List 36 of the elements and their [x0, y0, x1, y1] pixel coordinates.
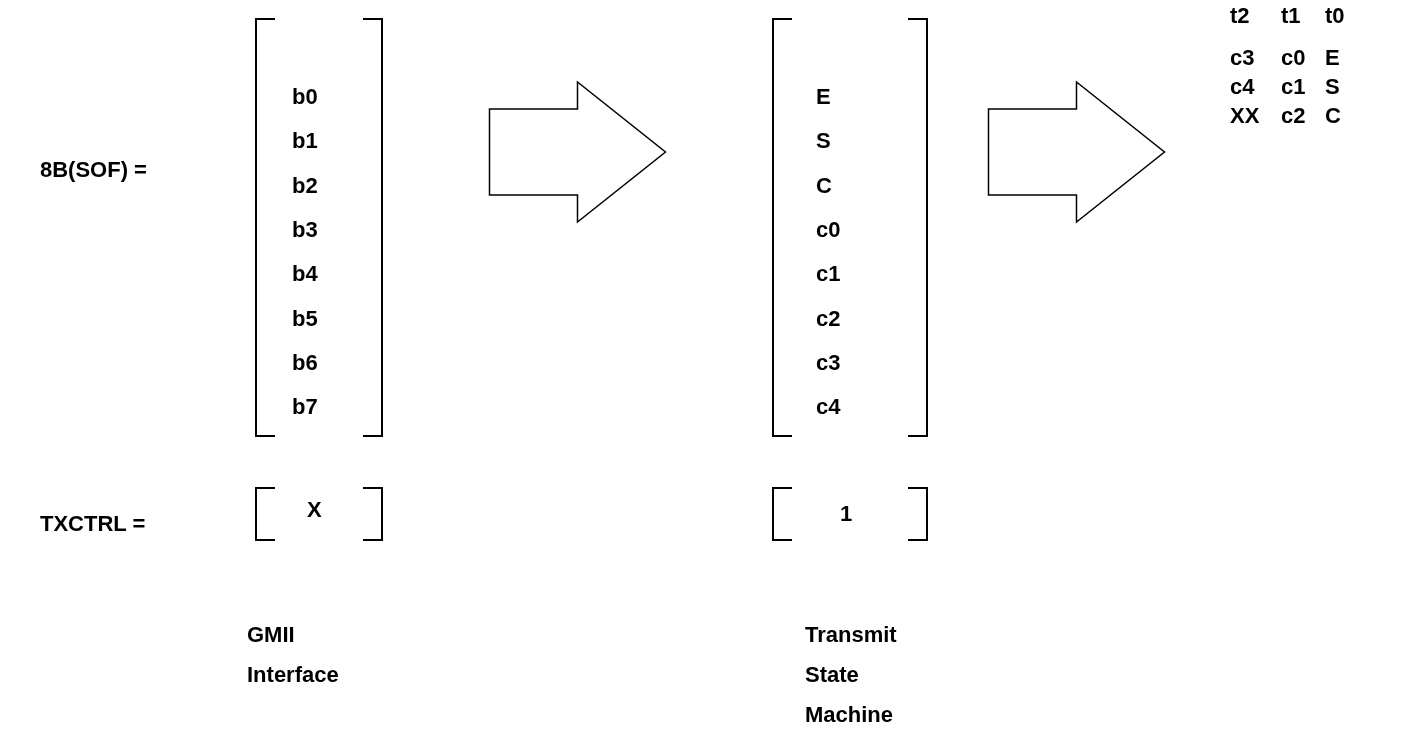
- matrix-entry: c2: [816, 305, 841, 332]
- text-label: TXCTRL =: [40, 510, 147, 538]
- matrix-entry: C: [816, 172, 832, 199]
- table-cell: c0: [1281, 45, 1306, 71]
- table-cell: S: [1325, 74, 1340, 100]
- matrix-entry: c1: [816, 261, 841, 288]
- text-label: 8B(SOF) =: [40, 156, 148, 184]
- table-cell: C: [1325, 103, 1341, 129]
- matrix-entry: c4: [816, 394, 841, 421]
- matrix-entry: E: [816, 84, 831, 110]
- matrix-entry: S: [816, 128, 831, 155]
- matrix-entry: b3: [292, 216, 318, 243]
- table-cell: XX: [1230, 103, 1260, 129]
- table-cell: c4: [1230, 74, 1255, 100]
- matrix-entry: b4: [292, 261, 318, 288]
- table-cell: E: [1325, 45, 1340, 71]
- block-arrow: [987, 80, 1166, 224]
- column-header: t0: [1325, 3, 1345, 29]
- table-cell: c1: [1281, 74, 1306, 100]
- column-header: t1: [1281, 3, 1301, 29]
- text-label: Transmit State Machine: [805, 621, 898, 729]
- matrix-entry: 1: [840, 501, 853, 527]
- matrix-entry: b7: [292, 394, 318, 421]
- matrix-entry: c3: [816, 349, 841, 376]
- block-arrow: [488, 80, 667, 224]
- matrix-entry: c0: [816, 216, 841, 243]
- matrix-entry: X: [307, 497, 322, 523]
- matrix-entry: b1: [292, 128, 318, 155]
- text-label: GMII Interface: [247, 621, 340, 689]
- matrix-entry: b6: [292, 349, 318, 376]
- table-cell: c3: [1230, 45, 1255, 71]
- matrix-entry: b5: [292, 305, 318, 332]
- column-header: t2: [1230, 3, 1250, 29]
- table-cell: c2: [1281, 103, 1306, 129]
- matrix-entry: b0: [292, 84, 318, 110]
- matrix-entry: b2: [292, 172, 318, 199]
